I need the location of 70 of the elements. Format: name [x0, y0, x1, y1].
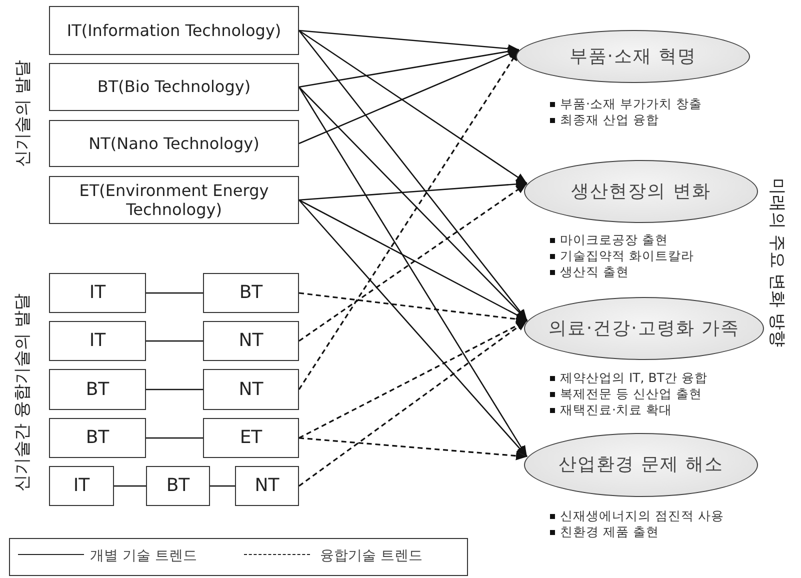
technology-label: IT	[89, 282, 106, 304]
bullet-item: 생산직 출현	[550, 264, 694, 280]
technology-box	[203, 273, 299, 313]
dashed-arrow	[298, 292, 528, 324]
dashed-arrow	[298, 320, 528, 439]
technology-box	[203, 321, 299, 361]
outcome-title: 부품·소재 혁명	[569, 46, 697, 68]
technology-label: IT	[89, 330, 106, 352]
technology-label: BT	[239, 282, 263, 304]
arrow	[298, 30, 528, 184]
technology-box	[235, 466, 299, 506]
outcome-title: 생산현장의 변화	[571, 180, 711, 202]
technology-label: IT	[73, 475, 90, 497]
connector-line	[146, 388, 203, 390]
technology-box	[49, 63, 299, 111]
bullet-item: 신재생에너지의 점진적 사용	[550, 508, 724, 524]
technology-box	[203, 369, 299, 410]
arrow	[298, 199, 528, 321]
technology-box	[146, 466, 210, 506]
technology-box	[49, 369, 146, 410]
technology-box	[49, 321, 146, 361]
legend-label: 융합기술 트렌드	[320, 547, 422, 565]
axis-caption: 신기술의 발달	[12, 59, 34, 167]
technology-label: IT(Information Technology)	[66, 20, 282, 40]
technology-label: NT(Nano Technology)	[88, 134, 260, 154]
arrow	[298, 49, 520, 144]
technology-label: NT	[238, 330, 264, 352]
outcome-title: 의료·건강·고령화 가족	[548, 318, 740, 340]
bullet-item: 재택진료·치료 확대	[550, 402, 708, 418]
technology-label: BT	[86, 427, 110, 449]
technology-box	[49, 418, 146, 458]
bullet-item: 친환경 제품 출현	[550, 524, 724, 540]
dashed-arrow	[298, 49, 520, 390]
bullet-item: 마이크로공장 출현	[550, 232, 694, 248]
connector-line	[146, 292, 203, 294]
technology-box	[49, 273, 146, 313]
dashed-arrow	[298, 320, 528, 487]
arrow	[298, 30, 528, 321]
arrow	[298, 30, 520, 54]
technology-label: BT	[86, 378, 110, 400]
bullet-item: 최종재 산업 융합	[550, 112, 702, 128]
connector-line	[146, 340, 203, 342]
technology-label: NT	[238, 378, 264, 400]
bullet-item: 부품·소재 부가가치 창출	[550, 96, 702, 112]
arrow	[298, 180, 528, 201]
axis-caption: 미래의 주요 변화 방향	[766, 177, 788, 347]
connector-line	[114, 485, 146, 487]
dashed-arrow	[298, 182, 528, 342]
technology-label: BT	[166, 475, 190, 497]
technology-box	[203, 418, 299, 458]
technology-label: BT(Bio Technology)	[97, 77, 251, 97]
legend-label: 개별 기술 트렌드	[90, 547, 197, 565]
technology-box	[49, 176, 299, 224]
bullet-item: 복제전문 등 신산업 출현	[550, 386, 708, 402]
arrow	[298, 200, 528, 458]
connector-line	[146, 437, 203, 439]
technology-box	[49, 6, 299, 55]
connector-line	[210, 485, 235, 487]
outcome-title: 산업환경 문제 해소	[558, 454, 724, 476]
dashed-arrow	[298, 437, 528, 460]
axis-caption: 신기술간 융합기술의 발달	[11, 293, 34, 491]
technology-label: ET(Environment Energy Technology)	[78, 180, 270, 220]
technology-label: ET	[240, 427, 262, 449]
technology-label: NT	[254, 475, 280, 497]
bullet-item: 기술집약적 화이트칼라	[550, 248, 694, 264]
technology-box	[49, 120, 299, 167]
arrow	[298, 86, 528, 458]
technology-box	[49, 466, 114, 506]
bullet-item: 제약산업의 IT, BT간 융합	[550, 370, 708, 386]
arrow	[298, 86, 528, 321]
